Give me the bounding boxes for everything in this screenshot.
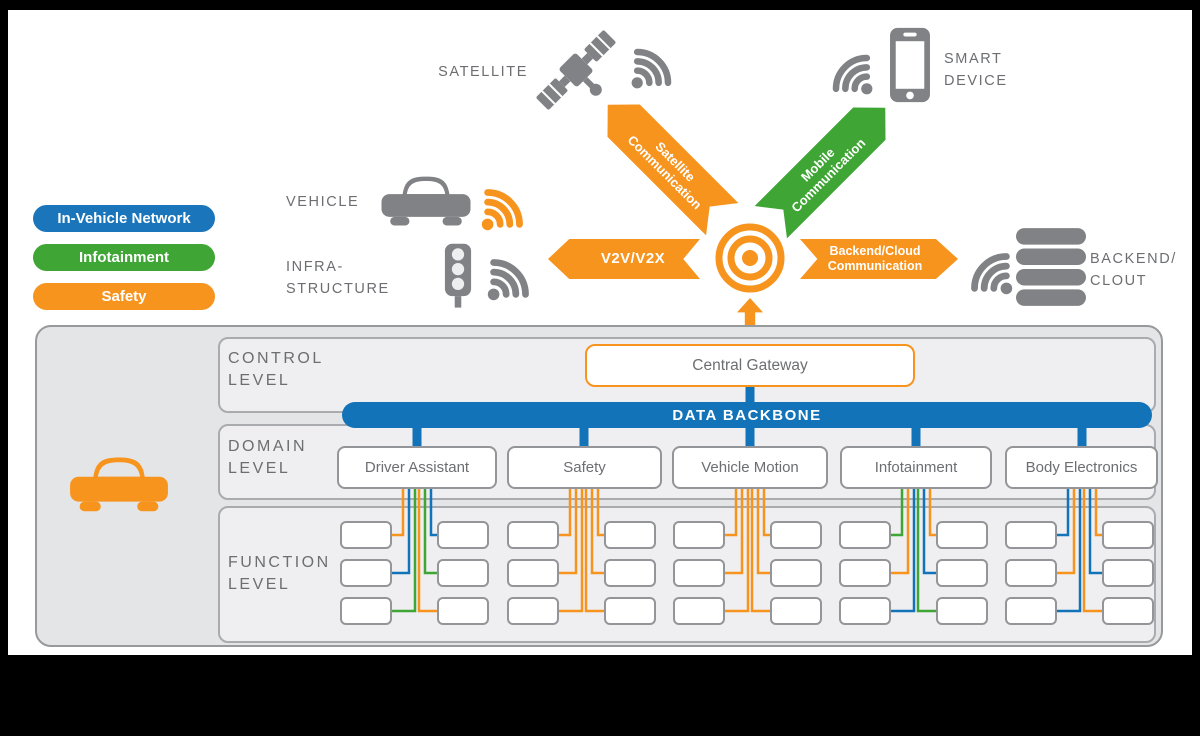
vehicle-label: VEHICLE: [286, 194, 360, 210]
smartphone-icon: [890, 27, 930, 103]
gateway-hub-icon: [715, 223, 785, 293]
function-level-panel: [218, 506, 1156, 643]
infrastructure-label: INFRA- STRUCTURE: [286, 256, 390, 300]
vehicle-wifi-icon: [481, 189, 523, 231]
domain-box-label: Body Electronics: [1025, 459, 1138, 476]
backend-cloud-communication-arrow: Backend/Cloud Communication: [800, 239, 958, 279]
satellite-icon: [536, 30, 616, 110]
domain-box-body-electronics: Body Electronics: [1005, 446, 1158, 489]
domain-box-infotainment: Infotainment: [840, 446, 992, 489]
domain-level-label: DOMAIN LEVEL: [228, 436, 307, 480]
legend-in-vehicle-network: In-Vehicle Network: [33, 205, 215, 232]
smart-device-label-line1: SMART: [944, 51, 1003, 67]
function-level-label-line2: LEVEL: [228, 576, 291, 593]
domain-box-vehicle-motion: Vehicle Motion: [672, 446, 828, 489]
control-level-label-line1: CONTROL: [228, 350, 324, 367]
data-backbone-bar: DATA BACKBONE: [342, 402, 1152, 428]
control-level-label-line2: LEVEL: [228, 372, 291, 389]
domain-box-label: Vehicle Motion: [701, 459, 799, 476]
infrastructure-wifi-icon: [487, 259, 529, 301]
legend-infotainment: Infotainment: [33, 244, 215, 271]
infrastructure-label-line2: STRUCTURE: [286, 281, 390, 297]
central-gateway-box: Central Gateway: [585, 344, 915, 387]
car-icon: [70, 457, 168, 512]
backend-wifi-icon: [971, 253, 1013, 295]
infrastructure-label-line1: INFRA-: [286, 259, 344, 275]
control-level-label: CONTROL LEVEL: [228, 348, 324, 392]
smart-device-wifi-icon: [832, 54, 873, 95]
domain-box-safety: Safety: [507, 446, 662, 489]
domain-box-driver-assistant: Driver Assistant: [337, 446, 497, 489]
vehicle-icon: [381, 176, 471, 226]
data-backbone-label: DATA BACKBONE: [672, 406, 822, 424]
domain-box-label: Safety: [563, 459, 606, 476]
domain-box-label: Infotainment: [874, 459, 958, 476]
domain-level-label-line1: DOMAIN: [228, 438, 307, 455]
central-gateway-label: Central Gateway: [692, 356, 808, 374]
satellite-label: SATELLITE: [438, 64, 528, 80]
satellite-wifi-icon: [631, 48, 672, 89]
backend-cloud-communication-label: Backend/Cloud Communication: [827, 244, 923, 273]
backend-label: BACKEND/ CLOUT: [1090, 248, 1177, 292]
smart-device-label: SMART DEVICE: [944, 48, 1008, 92]
backend-label-line2: CLOUT: [1090, 273, 1148, 289]
function-level-label-line1: FUNCTION: [228, 554, 331, 571]
v2v-v2x-label: V2V/V2X: [600, 250, 666, 268]
traffic-light-icon: [444, 243, 472, 308]
database-icon: [1016, 228, 1086, 306]
domain-level-label-line2: LEVEL: [228, 460, 291, 477]
backend-label-line1: BACKEND/: [1090, 251, 1177, 267]
legend-safety: Safety: [33, 283, 215, 310]
domain-box-label: Driver Assistant: [364, 459, 470, 476]
function-level-label: FUNCTION LEVEL: [228, 552, 331, 596]
v2v-v2x-arrow: V2V/V2X: [548, 239, 700, 279]
smart-device-label-line2: DEVICE: [944, 73, 1008, 89]
